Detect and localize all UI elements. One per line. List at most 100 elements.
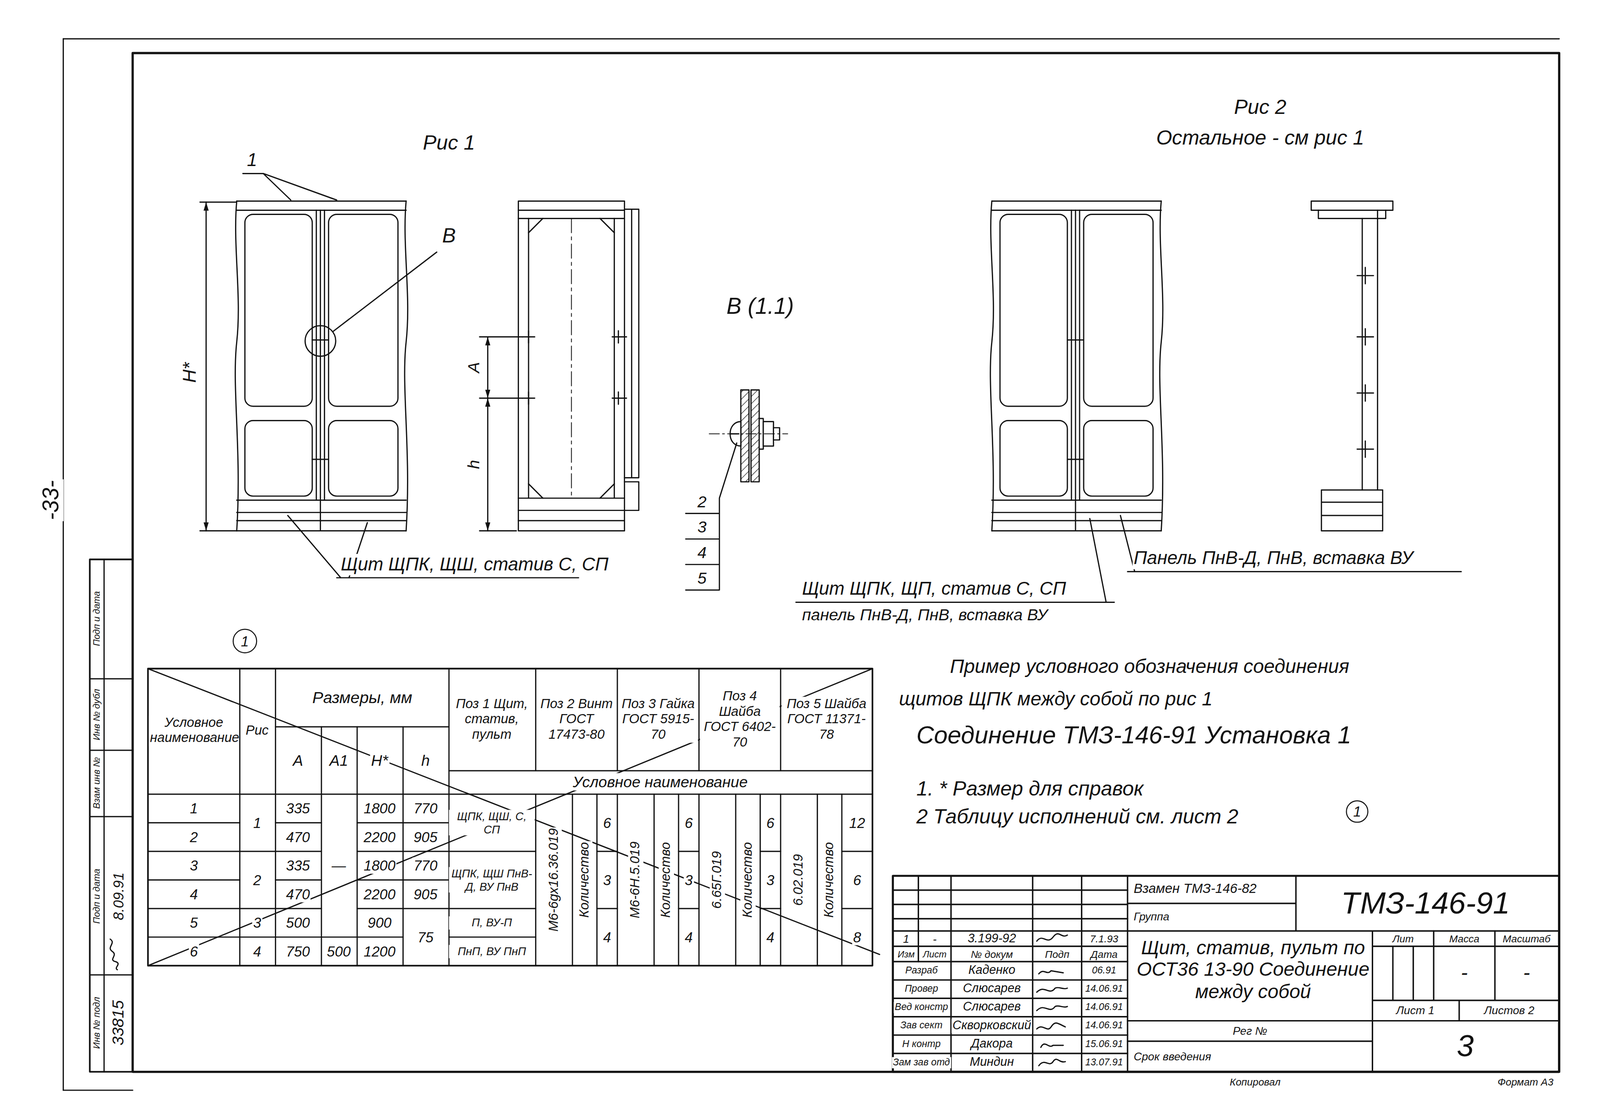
title-block-cell: 3	[1455, 1028, 1476, 1064]
cabinet-front-view	[316, 210, 325, 501]
title-block	[893, 875, 1560, 1072]
title-block-cell: Каденко	[967, 963, 1017, 978]
cancel-cross	[148, 668, 873, 966]
title-block-cell: Зам зав отд	[892, 1056, 952, 1068]
table-header: Поз 1 Щит, статив, пульт	[449, 696, 534, 743]
table-cell: 470	[284, 885, 311, 903]
title-block-cell: Вед констр	[893, 1001, 950, 1013]
table-cell: 6	[683, 814, 694, 831]
table-header: Н*	[369, 751, 390, 769]
title-block-cell: Слюсарев	[961, 981, 1022, 996]
table-cell: ЩПК, ЩШ, С, СП	[449, 809, 535, 835]
dimension-line	[205, 202, 207, 531]
table-cell: 5	[188, 914, 199, 931]
signature	[110, 938, 118, 970]
table-header: Поз 3 Гайка ГОСТ 5915-70	[618, 696, 698, 743]
table-grid	[239, 668, 449, 966]
table-cell: 4	[188, 885, 199, 903]
table-cell: 905	[412, 828, 439, 846]
title-block-cell: 14.06.91	[1084, 1001, 1124, 1013]
table-cell: 3	[602, 871, 613, 889]
title-block-cell: -	[1460, 960, 1469, 985]
title-block-cell: Лист 1	[1395, 1003, 1436, 1017]
sheet-frame	[63, 37, 1559, 40]
table-cell: Количество	[577, 840, 593, 919]
detail-callout	[305, 251, 437, 357]
table-grid	[321, 726, 404, 966]
panel-side-view	[1321, 489, 1383, 531]
cabinet-front-view	[990, 201, 1163, 531]
table-cell: 6.65Г.019	[709, 849, 725, 910]
title-block-cell: Группа	[1132, 909, 1171, 923]
bolt-detail	[685, 442, 738, 590]
leader-line	[1120, 515, 1461, 572]
cabinet-side-view	[518, 201, 639, 531]
sheet-frame	[63, 38, 1559, 1090]
table-cell: Количество	[658, 840, 675, 919]
title-block-cell: 3.199-92	[966, 931, 1017, 946]
cabinet-side-view	[522, 330, 627, 405]
title-block	[1372, 930, 1559, 1021]
revision-number: 1	[240, 632, 249, 650]
table-grid	[572, 793, 842, 966]
table-grid	[357, 822, 403, 937]
dimension-line	[199, 202, 237, 531]
signature	[1038, 1059, 1066, 1066]
title-block-cell: -	[1522, 960, 1531, 985]
title-block-cell: Миндин	[968, 1055, 1016, 1070]
table-cell: 905	[412, 885, 439, 903]
note-text: 2 Таблицу исполнений см. лист 2	[915, 804, 1240, 829]
dimension-label: Н*	[179, 361, 201, 384]
title-block-cell: 14.06.91	[1084, 1019, 1124, 1031]
title-block-cell: Н контр	[901, 1038, 942, 1050]
cancel-cross	[148, 668, 880, 955]
table-header: Рис	[244, 722, 270, 739]
title-block-cell: Масса	[1448, 932, 1481, 945]
drawing-label: Рис 1	[422, 131, 477, 155]
table-cell: 1800	[362, 856, 397, 874]
table-cell: ПнП, ВУ ПнП	[449, 944, 535, 958]
sheet-frame	[132, 53, 1560, 1072]
drawing-label: панель ПнВ-Д, ПнВ, вставка ВУ	[801, 605, 1049, 625]
table-cell: Количество	[822, 840, 838, 919]
callout-number: 3	[696, 518, 708, 537]
table-cell: —	[330, 856, 348, 874]
table-cell: 2200	[362, 828, 397, 846]
table-cell: М6-6Н.5.019	[628, 840, 644, 919]
title-block-cell: Срок введения	[1132, 1049, 1213, 1063]
table-grid	[148, 668, 873, 966]
leader-line	[242, 173, 1461, 602]
table-grid	[275, 822, 322, 937]
signature	[1040, 1043, 1064, 1047]
title-block-cell: Слюсарев	[961, 1000, 1022, 1015]
note-text: Пример условного обозначения соединения …	[898, 649, 1380, 716]
title-block-cell: Дата	[1089, 947, 1119, 960]
callout-number: В	[441, 224, 457, 248]
dimension-line	[199, 202, 523, 531]
title-block-cell: Подп	[1043, 947, 1071, 960]
leader-line	[242, 173, 337, 200]
table-cell: 12	[848, 814, 867, 831]
dimension-label: А	[465, 360, 484, 374]
bolt-detail	[685, 389, 788, 590]
detail-callout	[305, 325, 336, 357]
stamp-cell: 8.09.91	[110, 871, 127, 921]
stamp-cell: Подп и дата	[91, 589, 102, 648]
title-block-cell: Щит, статив, пульт по ОСТ36 13-90 Соедин…	[1134, 936, 1372, 1002]
table-cell: 3	[188, 856, 199, 874]
table-cell: 770	[412, 799, 439, 817]
table-cell: 6	[602, 814, 613, 831]
title-block-cell: Формат А3	[1496, 1075, 1555, 1088]
sheet-frame	[89, 559, 133, 1072]
table-cell: 3	[251, 914, 263, 931]
table-header: Условное наименование	[571, 772, 749, 791]
panel-side-view	[1362, 210, 1378, 490]
callout-number: 5	[696, 569, 708, 589]
table-cell: 6.02.019	[791, 852, 807, 907]
title-block-cell: Изм	[896, 948, 916, 959]
table-cell: 2	[188, 828, 199, 846]
table-cell: 335	[284, 799, 311, 817]
title-block-cell: Лист	[921, 948, 948, 959]
revision-circle: 1	[232, 628, 258, 654]
table-header: h	[420, 751, 431, 769]
